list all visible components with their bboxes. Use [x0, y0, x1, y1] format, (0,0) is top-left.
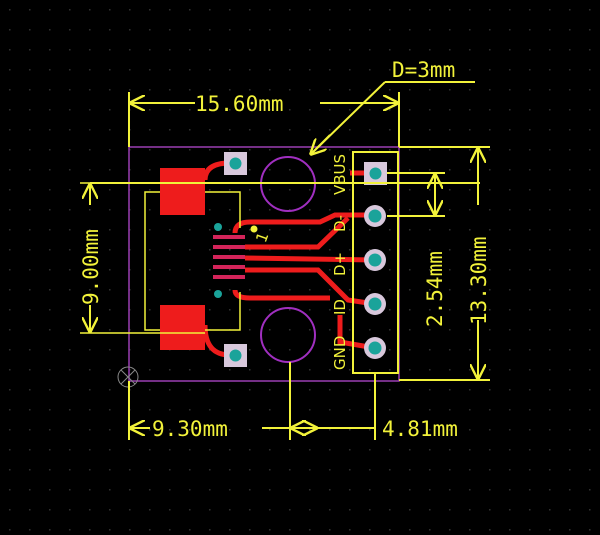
- mounting-hole: [260, 307, 316, 363]
- dim-board-height: 13.30mm: [467, 236, 491, 325]
- dim-connector-offset: 9.30mm: [152, 417, 228, 441]
- pin-label-id: ID: [331, 299, 349, 315]
- connector-outline: [144, 191, 241, 331]
- connector-pins: [213, 235, 245, 279]
- dim-hole-diameter: D=3mm: [392, 58, 455, 82]
- pin-label-vbus: VBUS: [331, 154, 349, 195]
- dim-board-width: 15.60mm: [195, 92, 284, 116]
- header-pads: [364, 205, 386, 359]
- shield-pad-top: [160, 168, 205, 215]
- via: [214, 290, 222, 298]
- pin1-dot: [250, 225, 258, 233]
- dim-connector-height: 9.00mm: [79, 229, 103, 305]
- shield-pad-bottom: [160, 305, 205, 350]
- dimension-lines: [80, 81, 490, 440]
- dim-pin-pitch: 2.54mm: [423, 251, 447, 327]
- pin-label-gnd: GND: [331, 336, 349, 370]
- dim-header-offset: 4.81mm: [382, 417, 458, 441]
- pin-label-d-minus: D-: [331, 215, 349, 232]
- via: [214, 223, 222, 231]
- pin-label-d-plus: D+: [331, 252, 349, 276]
